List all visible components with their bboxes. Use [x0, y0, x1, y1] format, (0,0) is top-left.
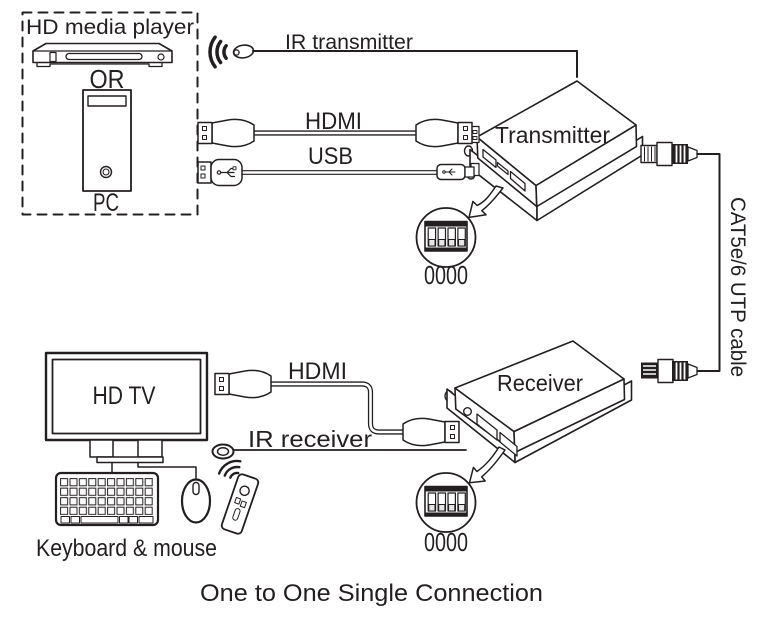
- source-devices-box: HD media player OR PC: [21, 11, 199, 217]
- mouse: [180, 478, 212, 524]
- ir-emitter-icon: [208, 35, 255, 69]
- power-button: [99, 165, 113, 179]
- spacebar-key: [80, 516, 119, 524]
- power-led: [157, 53, 165, 61]
- usb-a-connector: [197, 158, 243, 187]
- tv-screen: [51, 358, 202, 435]
- dip-circle: [415, 207, 477, 268]
- drive-bay: [87, 95, 127, 107]
- usb-label: USB: [308, 143, 353, 170]
- dashed-border: [21, 11, 199, 216]
- dip-switch-callout-transmitter: 0000: [415, 207, 477, 290]
- rj45-connector-receiver: [641, 358, 698, 384]
- receiver-label: Receiver: [497, 370, 583, 396]
- receiver-port: [499, 431, 518, 457]
- usb-cable: USB: [197, 143, 475, 187]
- scroll-wheel: [192, 481, 200, 496]
- dip-switch-icon: [424, 220, 468, 252]
- dip-circle: [415, 472, 477, 533]
- hdmi-source-label: HDMI: [305, 108, 362, 135]
- hdmi-cable-display: HDMI: [214, 358, 460, 447]
- transmitter-port: [482, 148, 497, 169]
- peripherals-label: Keyboard & mouse: [36, 535, 217, 562]
- callout-arrow-transmitter: [468, 185, 504, 219]
- pc-tower: [82, 89, 132, 192]
- hdmi-connector: [402, 417, 460, 447]
- receiver-port: [476, 413, 498, 441]
- remote-control: [217, 459, 260, 535]
- receiver-box: Receiver: [444, 340, 633, 464]
- dip-switch-callout-receiver: 0000: [415, 472, 477, 557]
- ir-port: [463, 407, 473, 417]
- source-box-title: HD media player: [26, 16, 194, 39]
- transmitter-label: Transmitter: [495, 122, 610, 148]
- dip-switch-icon: [424, 485, 468, 517]
- utp-cable-label: CAT5e/6 UTP cable: [726, 197, 749, 377]
- pc-label: PC: [93, 189, 119, 217]
- dip-value-transmitter: 0000: [424, 260, 468, 290]
- or-label: OR: [90, 64, 125, 94]
- transmitter-top-face: [476, 80, 637, 187]
- keyboard: [54, 471, 160, 527]
- hdmi-connector: [415, 118, 473, 148]
- hdmi-connector: [197, 118, 255, 148]
- media-player-device: [32, 42, 173, 68]
- hdmi-cable-source: HDMI: [197, 108, 473, 148]
- hd-tv: HD TV: [44, 351, 209, 480]
- ir-receiver-label: IR receiver: [248, 426, 372, 452]
- hdmi-connector: [214, 369, 272, 399]
- tv-stand: [96, 456, 164, 464]
- transmitter-port: [509, 170, 526, 192]
- ir-receiver-eye-icon: [211, 443, 235, 460]
- mini-usb-connector: [436, 163, 475, 181]
- transmitter-box: Transmitter: [463, 80, 644, 222]
- ir-transmitter-label: IR transmitter: [285, 31, 413, 54]
- rj45-connector-transmitter: [640, 141, 698, 167]
- diagram-caption: One to One Single Connection: [200, 580, 543, 607]
- tv-label: HD TV: [93, 382, 156, 410]
- dip-value-receiver: 0000: [424, 527, 468, 557]
- hdmi-display-label: HDMI: [288, 358, 347, 385]
- utp-cable-wire: [696, 153, 721, 372]
- callout-arrow-receiver: [468, 446, 506, 484]
- ir-transmitter-wire: [252, 50, 578, 78]
- disc-slot: [65, 52, 143, 61]
- receiver-top-face: [454, 340, 625, 433]
